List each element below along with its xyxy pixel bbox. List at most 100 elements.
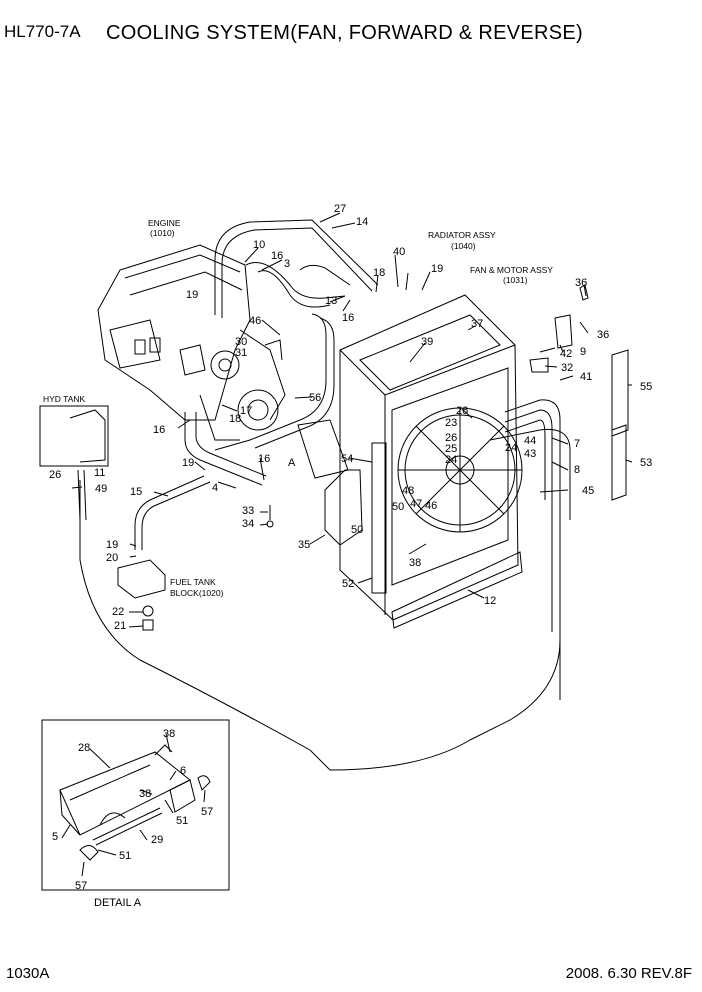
- callout-22: 22: [112, 606, 124, 618]
- callout-32: 32: [561, 362, 573, 374]
- callout-50b: 50: [351, 524, 363, 536]
- callout-27: 27: [334, 203, 346, 215]
- callout-30: 30: [235, 336, 247, 348]
- callout-52: 52: [342, 578, 354, 590]
- callout-49: 49: [95, 483, 107, 495]
- seal-53: [611, 424, 627, 501]
- bracket-12: [391, 551, 523, 629]
- callout-36: 36: [575, 277, 587, 289]
- callout-6: 6: [180, 765, 186, 777]
- model-number: HL770-7A: [4, 22, 81, 41]
- page-code: 1030A: [6, 965, 50, 982]
- callout-44: 44: [524, 435, 536, 447]
- callout-56: 56: [309, 392, 321, 404]
- fan-drawing: [397, 407, 523, 533]
- callout-23: 23: [445, 417, 457, 429]
- fuel-tank-block: [117, 559, 166, 599]
- callout-46: 46: [249, 315, 261, 327]
- callout-8: 8: [574, 464, 580, 476]
- callout-7: 7: [574, 438, 580, 450]
- shield-52: [371, 442, 387, 594]
- callout-26: 26: [456, 405, 468, 417]
- callout-37: 37: [471, 318, 483, 330]
- callout-26b: 26: [445, 432, 457, 444]
- callout-51: 51: [176, 815, 188, 827]
- callout-34: 34: [242, 518, 254, 530]
- callout-38: 38: [409, 557, 421, 569]
- fuel-tank-caption: FUEL TANK: [170, 577, 216, 587]
- seal-55: [611, 349, 629, 437]
- callout-3: 3: [284, 258, 290, 270]
- callout-16: 16: [271, 250, 283, 262]
- callout-57: 57: [201, 806, 213, 818]
- page-title: COOLING SYSTEM(FAN, FORWARD & REVERSE): [106, 22, 584, 44]
- callout-25: 25: [445, 443, 457, 455]
- hose-13: [299, 264, 351, 286]
- fuel-tank-block-caption: BLOCK(1020): [170, 588, 224, 598]
- callout-26c: 26: [49, 469, 61, 481]
- callout-14: 14: [356, 216, 368, 228]
- callout-38c: 38: [139, 788, 151, 800]
- callout-24: 24: [445, 454, 457, 466]
- callout-33: 33: [242, 505, 254, 517]
- radiator-code: (1040): [451, 241, 476, 251]
- callout-19d: 19: [106, 539, 118, 551]
- callout-4: 4: [212, 482, 218, 494]
- callout-17: 17: [240, 405, 252, 417]
- detail-a-drawing: [59, 744, 211, 861]
- callout-13: 13: [325, 295, 337, 307]
- callout-45: 45: [582, 485, 594, 497]
- callout-18b: 18: [229, 413, 241, 425]
- hyd-tank-box: [39, 405, 109, 467]
- callout-24b: 24: [505, 442, 517, 454]
- callout-9: 9: [580, 346, 586, 358]
- callout-55: 55: [640, 381, 652, 393]
- hose-14: [214, 219, 379, 315]
- callout-36b: 36: [597, 329, 609, 341]
- callout-43: 43: [524, 448, 536, 460]
- callout-28: 28: [78, 742, 90, 754]
- radiator-caption: RADIATOR ASSY: [428, 230, 496, 240]
- callout-19b: 19: [186, 289, 198, 301]
- fan-motor-caption: FAN & MOTOR ASSY: [470, 265, 553, 275]
- callout-41: 41: [580, 371, 592, 383]
- callout-11: 11: [94, 467, 105, 479]
- callout-57b: 57: [75, 880, 87, 892]
- callout-16d: 16: [258, 453, 270, 465]
- detail-a-marker: A: [288, 457, 296, 469]
- callout-40: 40: [393, 246, 405, 258]
- callout-16b: 16: [342, 312, 354, 324]
- callout-12: 12: [484, 595, 496, 607]
- callout-31: 31: [235, 347, 247, 359]
- callout-19c: 19: [182, 457, 194, 469]
- callout-19: 19: [431, 263, 443, 275]
- fan-motor-code: (1031): [503, 275, 528, 285]
- revision-date: 2008. 6.30 REV.8F: [565, 965, 692, 982]
- radiator-drawing: [339, 294, 519, 621]
- detail-a-caption: DETAIL A: [94, 897, 142, 909]
- callout-47: 47: [410, 498, 422, 510]
- callout-46b: 46: [425, 500, 437, 512]
- callout-10: 10: [253, 239, 265, 251]
- callout-42: 42: [560, 348, 572, 360]
- callout-35: 35: [298, 539, 310, 551]
- callout-38b: 38: [163, 728, 175, 740]
- callout-5: 5: [52, 831, 58, 843]
- engine-code: (1010): [150, 228, 175, 238]
- callout-18: 18: [373, 267, 385, 279]
- callout-39: 39: [421, 336, 433, 348]
- hyd-tank-caption: HYD TANK: [43, 394, 86, 404]
- callout-20: 20: [106, 552, 118, 564]
- detail-a-frame: [41, 719, 230, 891]
- callout-53: 53: [640, 457, 652, 469]
- hose-15: [134, 475, 205, 550]
- callout-50: 50: [392, 501, 404, 513]
- callout-21: 21: [114, 620, 126, 632]
- hydraulic-hose-7: [79, 399, 561, 771]
- callout-29: 29: [151, 834, 163, 846]
- engine-drawing: [97, 244, 286, 441]
- hose-4: [184, 412, 263, 486]
- callout-54: 54: [341, 453, 353, 465]
- callout-51b: 51: [119, 850, 131, 862]
